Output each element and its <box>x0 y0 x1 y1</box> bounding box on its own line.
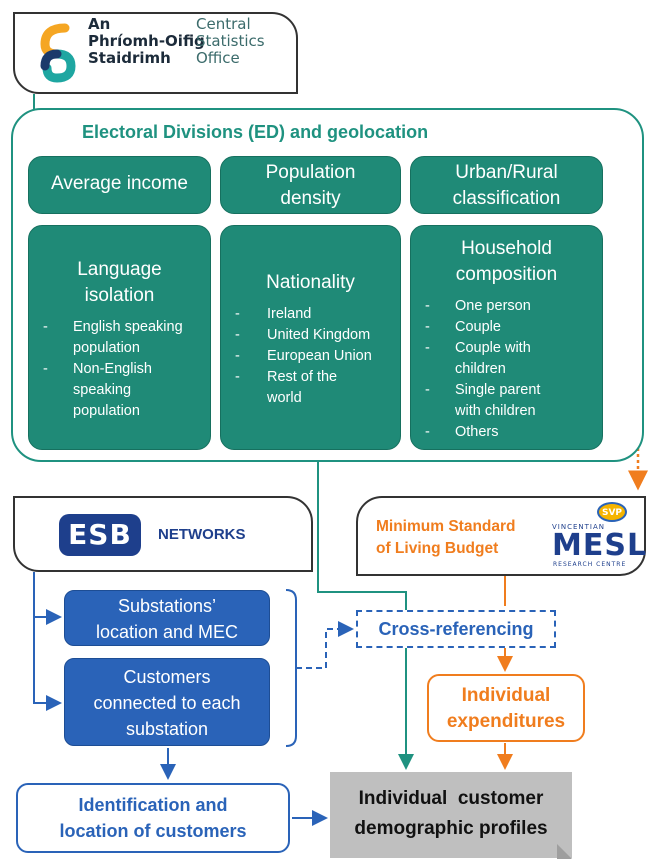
average-income-tile: Average income <box>28 156 211 214</box>
identification-line-1: Identification and <box>78 795 228 815</box>
population-density-line-2: density <box>280 188 341 209</box>
identification-line-2: location of customers <box>59 821 247 841</box>
individual-expenditures-box: Individual expenditures <box>427 674 585 742</box>
demographic-profiles-box: Individual customer demographic profiles <box>330 772 572 858</box>
profiles-line-2: demographic profiles <box>354 818 548 839</box>
nationality-list: -Ireland -United Kingdom -European Union… <box>221 304 400 409</box>
esb-bracket <box>285 589 297 747</box>
substations-line-2: location and MEC <box>95 622 239 642</box>
mesl-logo-bottom: RESEARCH CENTRE <box>553 561 627 568</box>
substations-line-1: Substations’ <box>117 596 217 616</box>
mesl-title: Minimum Standard of Living Budget <box>376 518 516 557</box>
mesl-logo-big: MESL <box>552 528 648 563</box>
list-item: -Ireland <box>235 306 312 322</box>
cso-english-name: Central Statistics Office <box>196 15 265 67</box>
ed-to-profiles-connector <box>317 462 414 770</box>
household-composition-tile: Household composition -One person -Coupl… <box>410 225 603 450</box>
language-title-line-2: isolation <box>84 285 155 306</box>
customers-tile: Customers connected to each substation <box>64 658 270 746</box>
esb-networks-label: NETWORKS <box>158 526 246 543</box>
list-item: -United Kingdom <box>235 327 371 343</box>
household-title-line-2: composition <box>455 264 558 285</box>
nationality-title: Nationality <box>266 272 355 293</box>
page-fold-icon <box>557 844 572 859</box>
population-density-tile: Population density <box>220 156 401 214</box>
cso-logo-icon <box>40 23 76 83</box>
population-density-line-1: Population <box>265 162 356 183</box>
household-title-line-1: Household <box>461 238 552 259</box>
identification-box: Identification and location of customers <box>16 783 290 853</box>
bracket-to-cross-connector <box>296 621 354 669</box>
urban-rural-line-1: Urban/Rural <box>455 162 558 183</box>
urban-rural-tile: Urban/Rural classification <box>410 156 603 214</box>
list-item: -European Union <box>235 348 372 364</box>
customers-line-2: connected to each <box>93 693 241 713</box>
mesl-logo-small: VINCENTIAN <box>552 523 606 531</box>
esb-logo-box <box>13 496 313 572</box>
profiles-line-1: Individual customer <box>358 788 544 809</box>
svp-badge-icon: SVP <box>597 502 627 522</box>
nationality-tile: Nationality -Ireland -United Kingdom -Eu… <box>220 225 401 450</box>
esb-to-customers-connector <box>33 617 62 711</box>
list-item: -One person <box>425 298 531 314</box>
expenditures-line-2: expenditures <box>446 711 566 732</box>
cso-irish-name: An Phríomh-Oifig Staidrimh <box>88 15 205 67</box>
substations-tile: Substations’ location and MEC <box>64 590 270 646</box>
ed-title: Electoral Divisions (ED) and geolocation <box>82 122 429 142</box>
esb-logo: ESB <box>59 514 141 556</box>
expenditures-line-1: Individual <box>461 685 551 706</box>
customers-line-1: Customers <box>123 667 211 687</box>
cross-referencing-box: Cross-referencing <box>356 610 556 648</box>
urban-rural-line-2: classification <box>452 188 561 209</box>
list-item: -Couple <box>425 319 501 335</box>
average-income-label: Average income <box>51 173 188 194</box>
language-title-line-1: Language <box>77 259 162 280</box>
list-item: -Others <box>425 424 499 440</box>
esb-to-substations-connector <box>33 572 62 625</box>
customers-line-3: substation <box>125 719 209 739</box>
